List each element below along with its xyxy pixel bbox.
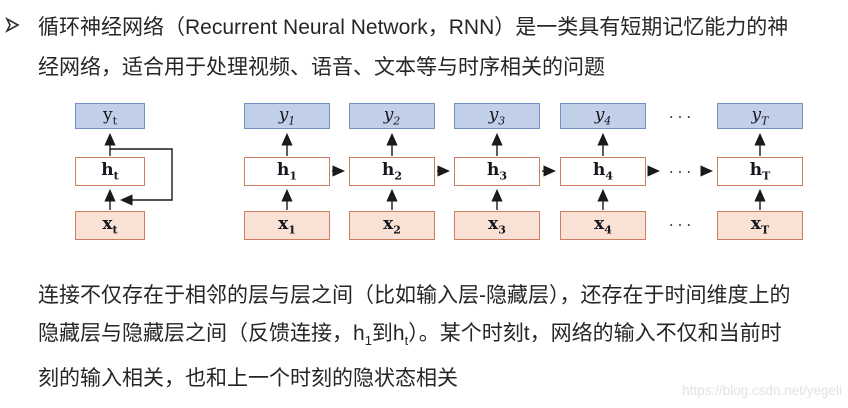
y1-output-box: y1	[244, 103, 330, 129]
watermark-url: https://blog.csdn.net/yegeli	[682, 383, 842, 398]
h1-hidden-box: h1	[244, 157, 330, 186]
box-label: xt	[102, 214, 118, 237]
box-label: xT	[750, 214, 770, 237]
box-label: x3	[488, 214, 506, 237]
h4-hidden-box: h4	[560, 157, 646, 186]
box-label: y1	[278, 104, 296, 128]
ellipsis-input-row: ···	[668, 216, 696, 234]
x2-input-box: x2	[349, 211, 435, 240]
y2-output-box: y2	[349, 103, 435, 129]
xT-input-box: xT	[717, 211, 803, 240]
box-label: yt	[102, 104, 118, 128]
box-label: h3	[486, 160, 508, 183]
intro-line-1: 循环神经网络（Recurrent Neural Network，RNN）是一类具…	[38, 16, 789, 39]
y4-output-box: y4	[560, 103, 646, 129]
box-label: ht	[101, 160, 119, 183]
body-line-3: 刻的输入相关，也和上一个时刻的隐状态相关	[38, 367, 458, 391]
body-paragraph: 连接不仅存在于相邻的层与层之间（比如输入层-隐藏层），还存在于时间维度上的 隐藏…	[38, 277, 838, 398]
intro-line-2: 经网络，适合用于处理视频、语音、文本等与时序相关的问题	[38, 56, 605, 79]
box-label: y2	[383, 104, 401, 128]
ellipsis-output-row: ···	[668, 108, 696, 126]
xt-input-box: xt	[75, 211, 145, 240]
bullet-arrow-icon	[5, 17, 20, 33]
box-label: x1	[278, 214, 296, 237]
box-label: y4	[594, 104, 612, 128]
box-label: yT	[751, 104, 769, 128]
x1-input-box: x1	[244, 211, 330, 240]
box-label: hT	[749, 160, 771, 183]
x3-input-box: x3	[454, 211, 540, 240]
yt-output-box: yt	[75, 103, 145, 129]
box-label: x2	[383, 214, 401, 237]
box-label: y3	[488, 104, 506, 128]
intro-paragraph: 循环神经网络（Recurrent Neural Network，RNN）是一类具…	[38, 8, 828, 88]
hT-hidden-box: hT	[717, 157, 803, 186]
ellipsis-hidden-row: ···	[668, 163, 696, 181]
y3-output-box: y3	[454, 103, 540, 129]
body-line-1: 连接不仅存在于相邻的层与层之间（比如输入层-隐藏层），还存在于时间维度上的	[38, 284, 791, 307]
h2-hidden-box: h2	[349, 157, 435, 186]
body-line-2: 隐藏层与隐藏层之间（反馈连接，h1到ht）。某个时刻t，网络的输入不仅和当前时	[38, 322, 782, 349]
box-label: x4	[594, 214, 612, 237]
h3-hidden-box: h3	[454, 157, 540, 186]
x4-input-box: x4	[560, 211, 646, 240]
box-label: h4	[592, 160, 614, 183]
yT-output-box: yT	[717, 103, 803, 129]
box-label: h1	[276, 160, 298, 183]
ht-hidden-box: ht	[75, 157, 145, 186]
box-label: h2	[381, 160, 403, 183]
